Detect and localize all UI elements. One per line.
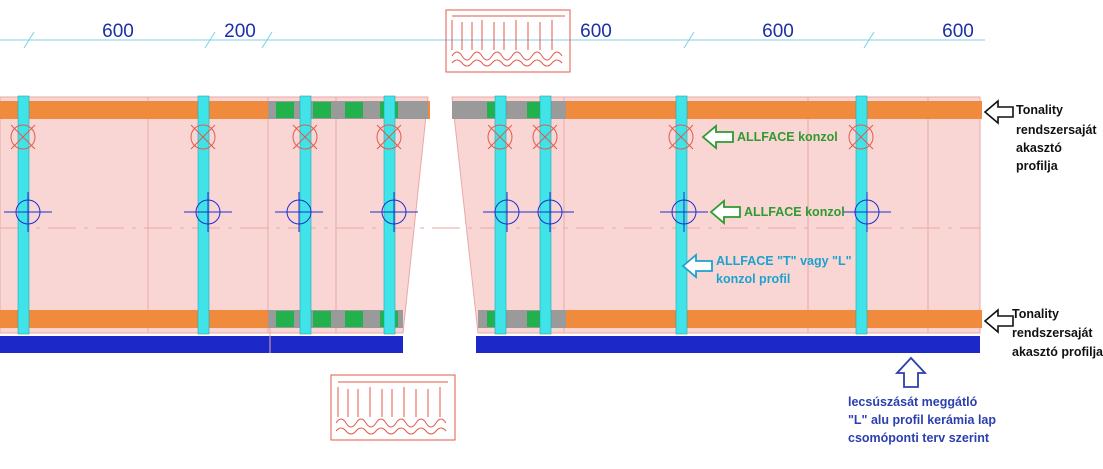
allface-bracket-callout: ALLFACE konzol [737,130,838,144]
dimension-line [0,31,985,49]
arrow-left-icon [709,199,741,225]
tonality-top-callout: Tonality rendszersaját akasztó profilja [1016,103,1100,173]
top-clip-zone-left [268,101,428,119]
tile-panel-left [0,96,429,334]
allface-bracket-callout: ALLFACE konzol [744,205,845,219]
arrow-left-icon [983,99,1014,125]
callout-line: akasztó profilja [1012,345,1103,359]
base-profile-left [0,336,403,353]
dimension-label: 200 [224,21,256,42]
bottom-detail-sketch [330,374,456,441]
bottom-clip-zone-right [478,310,566,328]
callout-line: Tonality [1012,307,1059,321]
callout-line: konzol profil [716,272,790,286]
dimension-label: 600 [762,21,794,42]
callout-line: rendszersaját [1012,326,1093,340]
anchor-markers [4,192,891,232]
arrow-left-icon [701,124,734,150]
allface-profile-callout: ALLFACE "T" vagy "L" konzol profil [716,254,855,286]
bottom-clip-zone-left [268,310,403,328]
bracket-markers [10,124,874,150]
dimension-label: 600 [580,21,612,42]
arrow-up-icon [894,356,928,388]
arrow-left-icon [983,308,1014,334]
callout-line: csomóponti terv szerint [848,431,990,445]
vertical-profiles [17,95,868,335]
callout-line: Tonality [1016,103,1063,117]
arrow-left-icon [681,253,713,279]
top-rail-right [452,101,982,119]
anti-slip-profile-callout: lecsúszását meggátló "L" alu profil kerá… [848,395,1000,445]
callout-line: ALLFACE "T" vagy "L" [716,254,852,268]
callout-line: rendszersaját [1016,123,1097,137]
base-profile-right [476,336,980,353]
dimension-label: 600 [102,21,134,42]
callout-line: profilja [1016,159,1059,173]
callout-line: lecsúszását meggátló [848,395,978,409]
top-detail-sketch [445,9,571,73]
callout-line: "L" alu profil kerámia lap [848,413,996,427]
callout-line: akasztó [1016,141,1062,155]
dimension-label: 600 [942,21,974,42]
tonality-bottom-callout: Tonality rendszersaját akasztó profilja [1012,307,1103,359]
